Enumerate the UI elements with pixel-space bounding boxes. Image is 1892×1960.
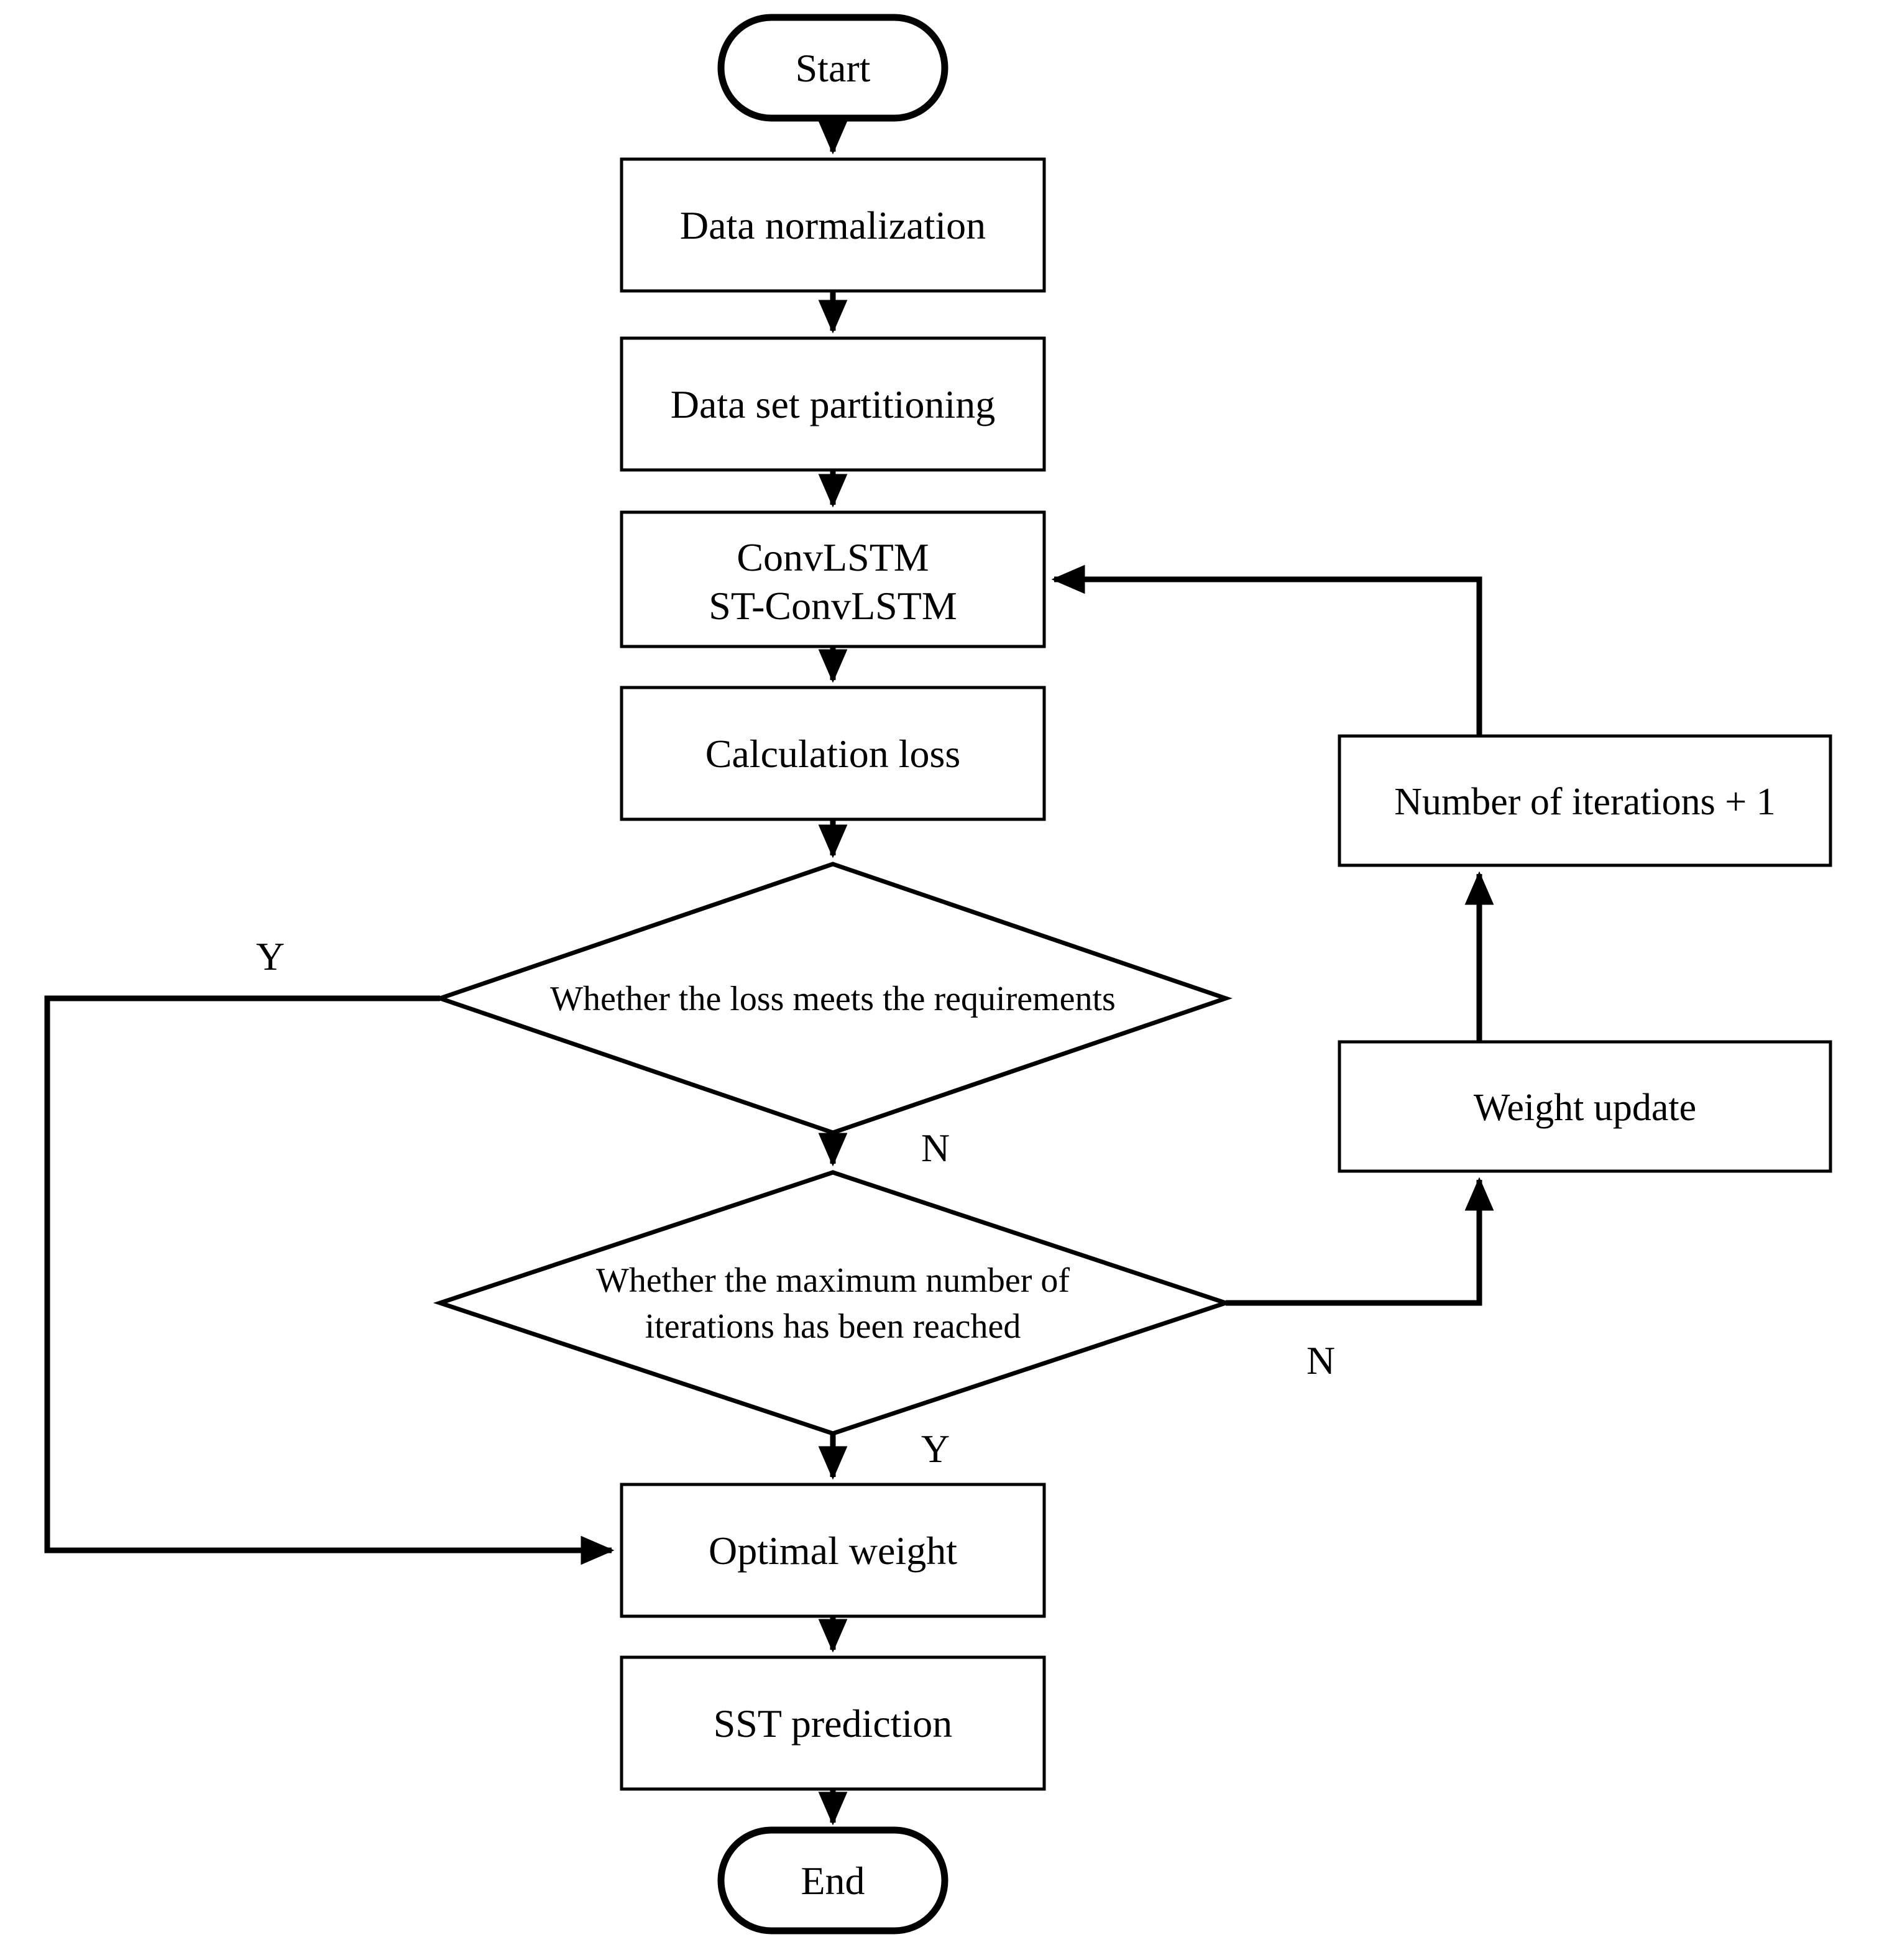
node-iteration-increment: Number of iterations + 1	[1338, 734, 1832, 867]
optimal-weight-shape	[620, 1483, 1046, 1618]
end-label: End	[801, 1859, 865, 1903]
node-optimal-weight: Optimal weight	[620, 1483, 1046, 1618]
calculation-loss-label: Calculation loss	[705, 732, 961, 776]
loss-decision-shape	[433, 862, 1233, 1135]
start-terminator-shape	[717, 14, 948, 122]
node-start: Start	[717, 14, 948, 122]
start-label: Start	[796, 46, 871, 90]
weight-update-label: Weight update	[1474, 1087, 1696, 1129]
sst-prediction-shape	[620, 1655, 1046, 1791]
loss-decision-label: Whether the loss meets the requirements	[550, 980, 1116, 1018]
node-calculation-loss: Calculation loss	[620, 686, 1046, 821]
data-normalization-label: Data normalization	[680, 203, 986, 247]
node-data-set-partitioning: Data set partitioning	[620, 336, 1046, 472]
edges	[44, 118, 1494, 1826]
node-sst-prediction: SST prediction	[620, 1655, 1046, 1791]
convlstm-label-line1: ConvLSTM	[737, 535, 929, 579]
iteration-increment-shape	[1338, 734, 1832, 867]
edge-iteration-decision-no-to-weight-update	[1226, 1177, 1494, 1306]
data-normalization-shape	[620, 157, 1046, 293]
node-convlstm-model: ConvLSTM ST-ConvLSTM	[620, 510, 1046, 648]
node-data-normalization: Data normalization	[620, 157, 1046, 293]
node-loss-decision: Whether the loss meets the requirements	[433, 862, 1233, 1135]
node-weight-update: Weight update	[1338, 1040, 1832, 1173]
node-iteration-decision: Whether the maximum number of iterations…	[433, 1170, 1233, 1436]
iteration-decision-shape	[433, 1170, 1233, 1436]
edge-labels: Y N Y N	[256, 934, 1335, 1471]
calculation-loss-shape	[620, 686, 1046, 821]
data-set-partitioning-label: Data set partitioning	[671, 382, 996, 426]
edge-label-loss-yes: Y	[256, 934, 285, 978]
node-end: End	[717, 1826, 948, 1935]
data-set-partitioning-shape	[620, 336, 1046, 472]
end-terminator-shape	[717, 1826, 948, 1935]
iteration-decision-label-line2: iterations has been reached	[645, 1307, 1021, 1346]
convlstm-model-shape	[620, 510, 1046, 648]
edge-label-iteration-yes: Y	[921, 1427, 950, 1471]
edge-iteration-increment-to-model	[1051, 564, 1482, 736]
edge-label-loss-no: N	[921, 1126, 950, 1170]
iteration-increment-label: Number of iterations + 1	[1394, 781, 1776, 823]
iteration-decision-label-line1: Whether the maximum number of	[596, 1261, 1070, 1300]
optimal-weight-label: Optimal weight	[709, 1529, 957, 1573]
edge-loss-decision-yes-to-optimal-weight	[44, 995, 615, 1565]
weight-update-shape	[1338, 1040, 1832, 1173]
edge-label-iteration-no: N	[1306, 1338, 1335, 1383]
sst-prediction-label: SST prediction	[714, 1701, 953, 1746]
convlstm-label-line2: ST-ConvLSTM	[709, 584, 957, 628]
